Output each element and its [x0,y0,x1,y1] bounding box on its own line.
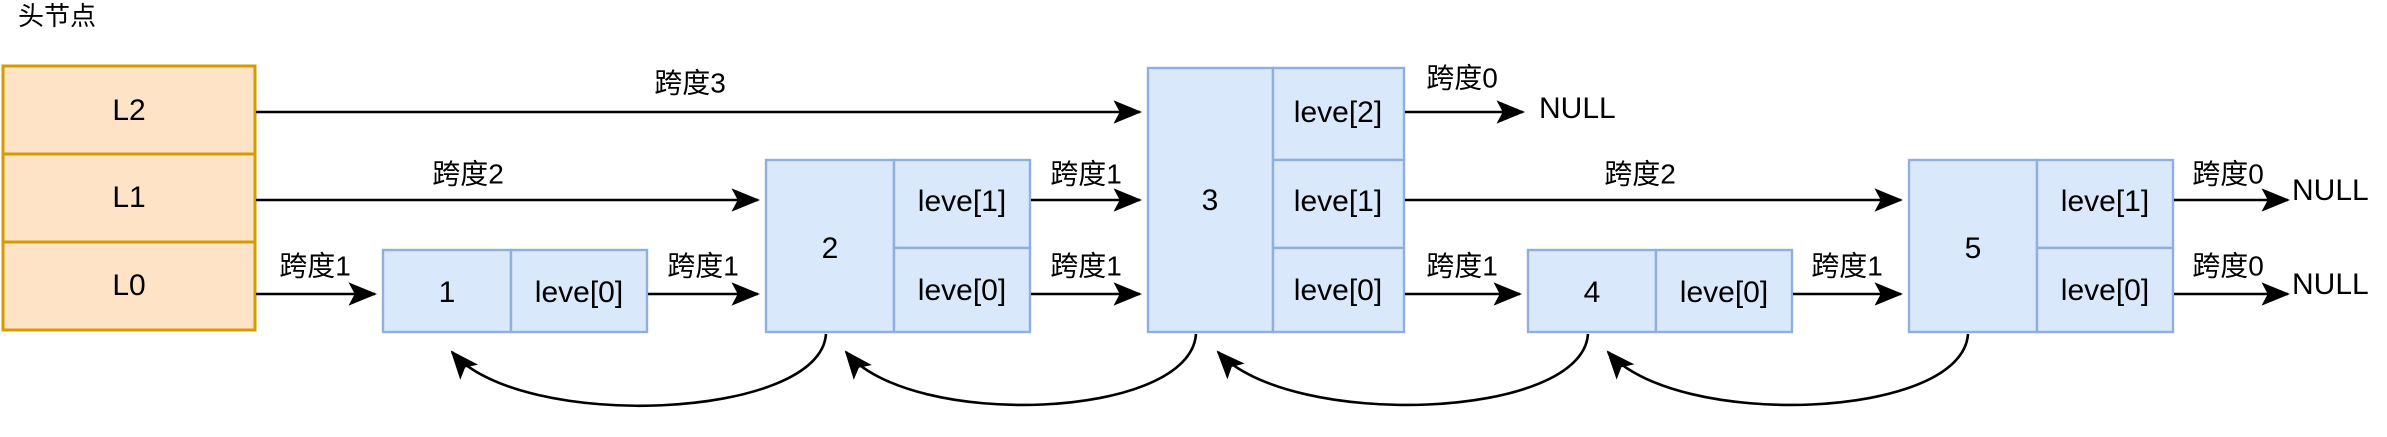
node-3: 3 leve[2] leve[1] leve[0] [1146,66,1406,334]
edge-label-l2-n3-null: 跨度0 [1426,62,1498,93]
backward-edge-n3-to-n2 [844,333,1198,407]
header-cell-l0 [1,240,257,332]
edge-label-l1-n2-n3: 跨度1 [1050,158,1122,189]
header-cell-l2 [1,64,257,156]
edge-label-l0-n4-n5: 跨度1 [1811,250,1883,281]
edge-l1-n3-to-n5: 跨度2 [1405,158,1904,212]
node-2-level-0-cell [892,246,1032,334]
edge-label-l0-header-n1: 跨度1 [279,250,351,281]
node-5-value: 5 [1965,232,1982,265]
backward-edge-n5-to-n4 [1606,333,1970,407]
backward-edge-n4-to-n3 [1216,333,1590,407]
edge-label-l1-header-n2: 跨度2 [432,158,504,189]
node-2-level-0-label: leve[0] [918,274,1006,307]
null-label-l1: NULL [2292,174,2369,207]
node-1: 1 leve[0] [381,248,649,334]
node-4-level-0-label: leve[0] [1680,276,1768,309]
node-4: 4 leve[0] [1526,248,1794,334]
node-3-level-0-cell [1271,246,1406,334]
node-5: 5 leve[1] leve[0] [1907,158,2175,334]
edge-l0-n3-to-n4: 跨度1 [1405,250,1523,306]
edge-label-l0-n2-n3: 跨度1 [1050,250,1122,281]
edge-l2-n3-to-null: 跨度0 NULL [1405,62,1616,125]
header-cell-l1 [1,152,257,244]
backward-edge-n2-to-n1 [450,333,828,407]
node-5-level-0-label: leve[0] [2061,274,2149,307]
node-3-level-1-cell [1271,158,1406,250]
edge-l0-n1-to-n2: 跨度1 [648,250,761,306]
edge-l0-header-to-n1: 跨度1 [256,250,378,306]
node-4-value: 4 [1584,276,1601,309]
edge-l1-header-to-n2: 跨度2 [256,158,761,212]
edge-l0-n5-to-null: 跨度0 NULL [2174,250,2369,306]
node-5-level-1-cell [2035,158,2175,250]
edge-label-l1-n5-null: 跨度0 [2192,158,2264,189]
edge-label-l0-n5-null: 跨度0 [2192,250,2264,281]
diagram-title: 头节点 [18,1,96,31]
edge-label-l2-header-n3: 跨度3 [654,67,726,98]
edge-l1-n2-to-n3: 跨度1 [1031,158,1143,212]
node-3-level-1-label: leve[1] [1294,185,1382,218]
node-1-level-0-label: leve[0] [535,276,623,309]
node-3-value-cell [1146,66,1275,334]
node-3-level-2-label: leve[2] [1294,96,1382,129]
node-3-value: 3 [1202,184,1219,217]
node-2-value-cell [764,158,896,334]
edge-l0-n2-to-n3: 跨度1 [1031,250,1143,306]
node-5-level-1-label: leve[1] [2061,185,2149,218]
header-label-l2: L2 [112,94,145,127]
node-3-level-2-cell [1271,66,1406,162]
node-2: 2 leve[1] leve[0] [764,158,1032,334]
node-1-value: 1 [439,276,456,309]
null-label-l0: NULL [2292,268,2369,301]
node-4-value-cell [1526,248,1658,334]
node-2-level-1-label: leve[1] [918,185,1006,218]
header-label-l0: L0 [112,269,145,302]
edge-l2-header-to-n3: 跨度3 [256,67,1143,124]
null-label-l2: NULL [1539,92,1616,125]
node-3-level-0-label: leve[0] [1294,274,1382,307]
node-1-level-0-cell [509,248,649,334]
header-label-l1: L1 [112,181,145,214]
node-5-level-0-cell [2035,246,2175,334]
header-node: L2 L1 L0 [1,64,257,332]
edge-l0-n4-to-n5: 跨度1 [1793,250,1904,306]
edge-label-l1-n3-n5: 跨度2 [1604,158,1676,189]
edge-label-l0-n3-n4: 跨度1 [1426,250,1498,281]
node-4-level-0-cell [1654,248,1794,334]
edge-l1-n5-to-null: 跨度0 NULL [2174,158,2369,212]
edge-label-l0-n1-n2: 跨度1 [667,250,739,281]
node-2-value: 2 [822,232,839,265]
